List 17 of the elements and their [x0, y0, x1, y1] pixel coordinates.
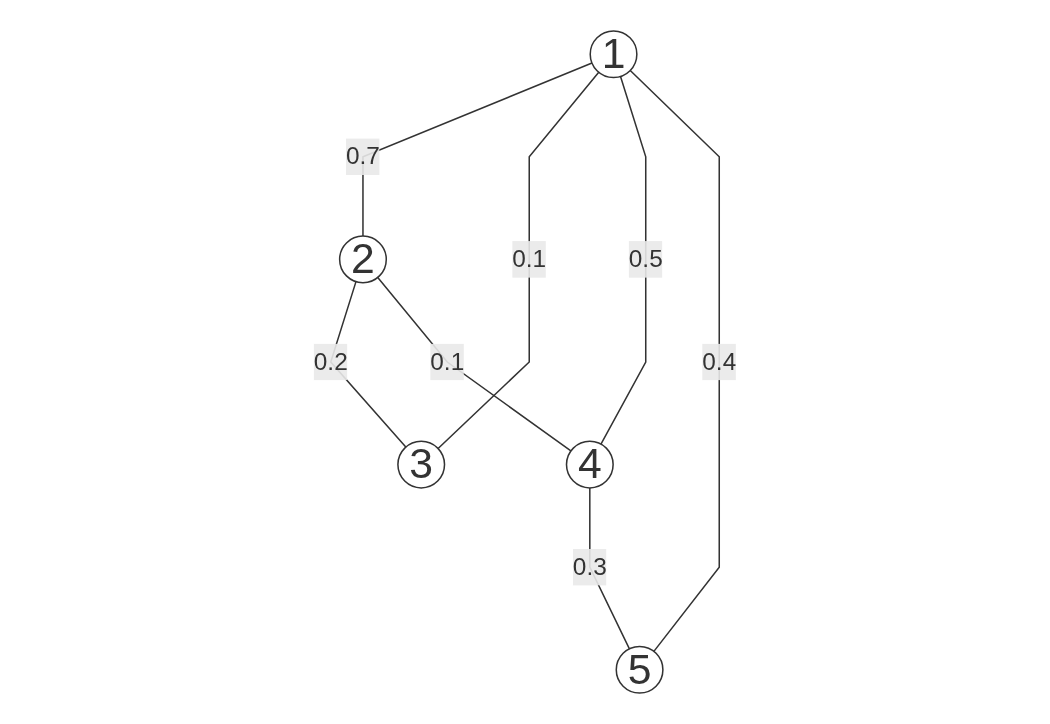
edge-label: 0.2 — [313, 348, 348, 375]
node-circle: 3 — [397, 440, 446, 489]
edge-label: 0.1 — [512, 245, 547, 272]
connector — [600, 75, 647, 445]
node-circle: 2 — [338, 235, 388, 284]
connector — [437, 71, 600, 450]
node-circle: 5 — [615, 645, 664, 694]
edge-label: 0.7 — [346, 143, 380, 170]
edge-label: 0.4 — [702, 348, 737, 375]
edge-label: 0.1 — [430, 348, 465, 375]
edge-label: 0.3 — [572, 553, 607, 580]
edge-label: 0.5 — [628, 245, 663, 272]
connector — [629, 69, 720, 653]
connector — [377, 276, 572, 452]
node-circle: 1 — [589, 30, 638, 79]
node-circle: 4 — [565, 440, 614, 489]
connector — [362, 62, 593, 237]
